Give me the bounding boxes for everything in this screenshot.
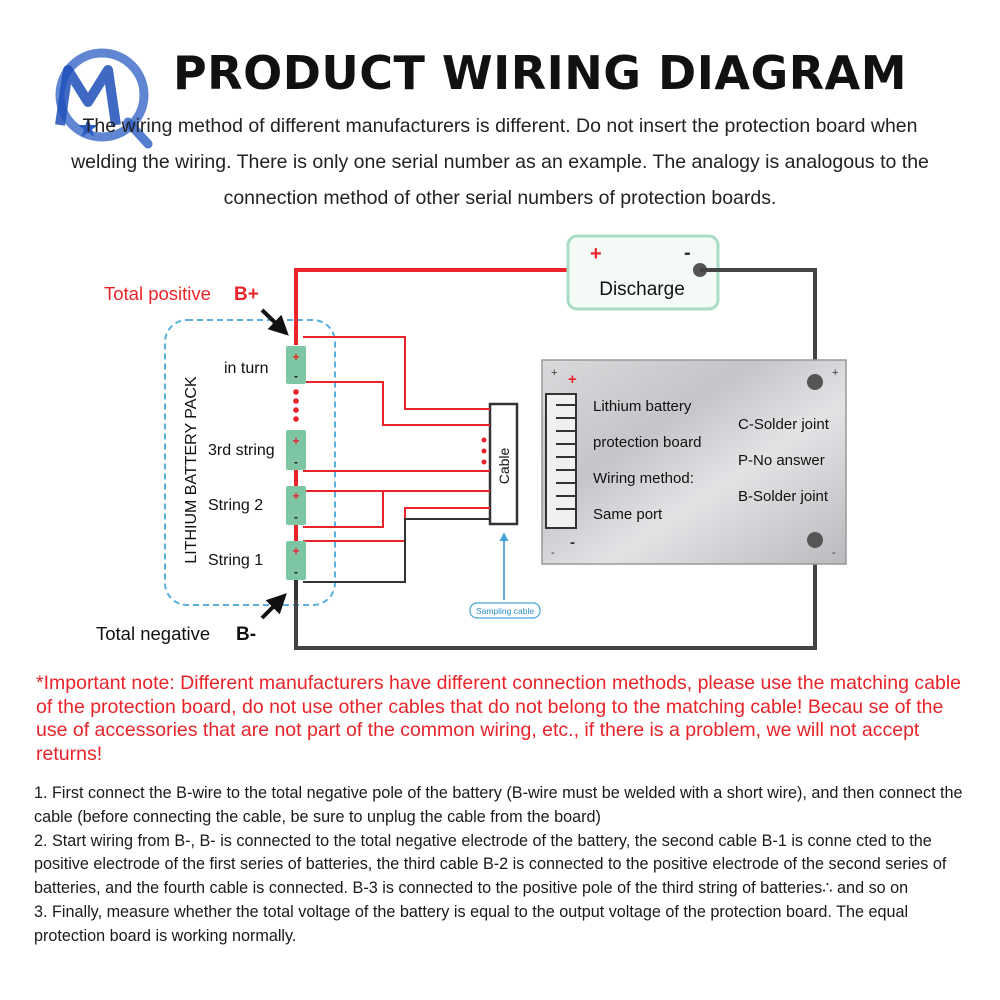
b-terminal: [807, 532, 823, 548]
board-plus-mark: +: [551, 367, 557, 379]
svg-text:+: +: [292, 350, 299, 364]
instruction-step: 2. Start wiring from B-, B- is connected…: [34, 831, 947, 898]
cable-connector: [488, 402, 519, 526]
subtitle-line: connection method of other serial number…: [223, 187, 777, 209]
board-text-line: Lithium battery: [593, 398, 692, 415]
subtitle-line: welding the wiring. There is only one se…: [71, 151, 929, 173]
instruction-step: 3. Finally, measure whether the total vo…: [34, 902, 909, 945]
svg-text:-: -: [294, 565, 298, 579]
series-dots: [293, 389, 299, 422]
sampling-wire-2: [303, 381, 490, 426]
b-to-negative-wire: [294, 540, 817, 650]
board-text-line: B-Solder joint: [738, 488, 829, 505]
instructions: 1. First connect the B-wire to the total…: [34, 782, 979, 949]
cell-label: in turn: [224, 360, 268, 377]
cell: + -: [286, 430, 306, 470]
discharge-to-c-wire: [700, 268, 817, 382]
discharge-plus-sign: +: [590, 243, 602, 265]
connector-pins: [556, 404, 576, 510]
b-minus-label: B-: [236, 624, 256, 645]
board-minus-mark: -: [551, 547, 555, 559]
total-negative-label: Total negative: [96, 623, 210, 644]
cell: + -: [286, 486, 306, 525]
sampling-wire-4: [303, 490, 384, 528]
battery-pack-outline: [164, 319, 336, 606]
cell-label: String 2: [208, 497, 263, 514]
discharge-minus-sign: -: [684, 242, 691, 264]
b-plus-label: B+: [234, 284, 259, 305]
board-text-line: Same port: [593, 506, 663, 523]
cell: + -: [286, 346, 306, 384]
subtitle: The wiring method of different manufactu…: [40, 108, 960, 216]
board-minus-mark: -: [832, 547, 836, 559]
cell: + -: [286, 541, 306, 580]
svg-text:-: -: [294, 510, 298, 524]
board-red-plus: +: [568, 371, 577, 388]
sampling-wire-6: [303, 507, 490, 542]
svg-text:-: -: [294, 369, 298, 383]
sampling-wire-1: [303, 336, 490, 410]
board-connector: [545, 393, 577, 529]
board-text-line: P-No answer: [738, 452, 825, 469]
svg-text:-: -: [294, 455, 298, 469]
cable-dots: [481, 437, 487, 465]
total-positive-label: Total positive: [104, 283, 211, 304]
subtitle-line: The wiring method of different manufactu…: [82, 115, 918, 137]
positive-main-wire: [294, 268, 584, 345]
board-text-line: C-Solder joint: [738, 416, 830, 433]
positive-arrow: [260, 308, 289, 336]
svg-text:+: +: [292, 544, 299, 558]
discharge-load: [566, 234, 720, 311]
instruction-step: 1. First connect the B-wire to the total…: [34, 784, 963, 826]
wiring-diagram: LITHIUM BATTERY PACK + - Discharge + + -…: [96, 234, 847, 650]
sampling-cable-tag: [469, 602, 541, 619]
board-red-minus: -: [570, 534, 575, 551]
cell-label: String 1: [208, 552, 263, 569]
cell-label: 3rd string: [208, 442, 275, 459]
protection-board: [541, 359, 847, 565]
sampling-wire-neg: [303, 518, 490, 583]
brand-logo: [55, 48, 153, 149]
discharge-label: Discharge: [599, 279, 685, 300]
svg-text:+: +: [292, 434, 299, 448]
sampling-cable-label: Sampling cable: [476, 606, 534, 616]
page-title: PRODUCT WIRING DIAGRAM: [172, 46, 908, 100]
important-note: *Important note: Different manufacturers…: [36, 672, 961, 765]
board-text-line: protection board: [593, 434, 701, 451]
board-text-line: Wiring method:: [593, 470, 694, 487]
svg-text:+: +: [292, 489, 299, 503]
cable-label: Cable: [496, 448, 512, 485]
c-terminal: [807, 374, 823, 390]
battery-pack-label: LITHIUM BATTERY PACK: [183, 376, 200, 564]
board-plus-mark: +: [832, 367, 838, 379]
negative-arrow: [260, 593, 287, 620]
